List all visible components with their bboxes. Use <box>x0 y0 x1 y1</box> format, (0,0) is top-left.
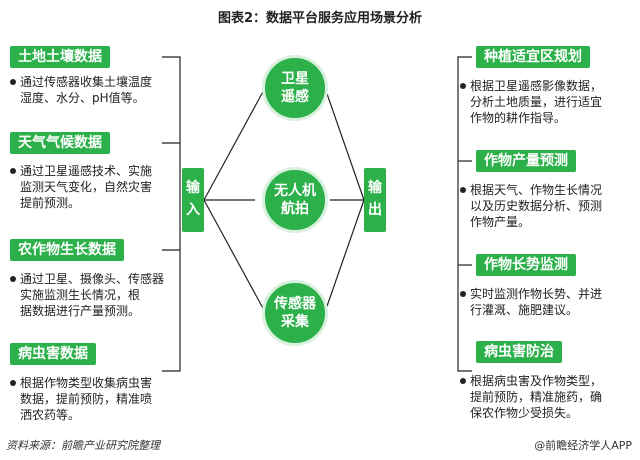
input-block: 输入 <box>182 168 204 232</box>
brand-credit-text: @前瞻经济学人APP <box>534 439 632 452</box>
output-label-growth-monitoring: 作物长势监测 <box>476 254 576 276</box>
sensor-collection-node: 传感器采集 <box>262 280 328 346</box>
bullet-icon <box>10 380 16 386</box>
right-bracket-line <box>457 56 472 372</box>
input-label-pest: 病虫害数据 <box>10 343 96 365</box>
output-label-planting-zone: 种植适宜区规划 <box>476 46 590 68</box>
satellite-remote-sensing-node: 卫星遥感 <box>262 55 328 121</box>
bullet-icon <box>460 291 466 297</box>
brand-credit: @前瞻经济学人APP <box>534 437 632 453</box>
source-note: 资料来源：前瞻产业研究院整理 <box>6 439 160 452</box>
output-desc-planting-zone: 根据卫星遥感影像数据， 分析土地质量，进行适宜 作物的耕作指导。 <box>470 79 603 125</box>
line-input-to-sensor <box>203 199 266 313</box>
output-desc-pest-control: 根据病虫害及作物类型， 提前预防，精准施药，确 保农作物少受损失。 <box>470 374 603 420</box>
input-label-crop-growth: 农作物生长数据 <box>10 239 124 261</box>
output-desc-yield-forecast: 根据天气、作物生长情况 以及历史数据分析、预测 作物产量。 <box>470 183 603 229</box>
line-input-to-satellite <box>203 87 266 201</box>
input-label-weather: 天气气候数据 <box>10 132 110 154</box>
line-sensor-to-output <box>324 199 365 313</box>
bullet-icon <box>460 83 466 89</box>
left-bracket-line <box>162 56 181 372</box>
bullet-icon <box>10 168 16 174</box>
bullet-icon <box>10 79 16 85</box>
output-block: 输出 <box>364 168 386 232</box>
bullet-icon <box>460 187 466 193</box>
drone-aerial-node: 无人机航拍 <box>262 167 328 233</box>
output-label-yield-forecast: 作物产量预测 <box>476 150 576 172</box>
line-satellite-to-output <box>324 87 365 201</box>
output-desc-growth-monitoring: 实时监测作物长势、并进 行灌溉、施肥建议。 <box>470 287 603 317</box>
output-label-pest-control: 病虫害防治 <box>476 341 562 363</box>
input-desc-soil: 通过传感器收集土壤温度 湿度、水分、pH值等。 <box>20 75 153 105</box>
input-desc-pest: 根据作物类型收集病虫害 数据，提前预防，精准喷 洒农药等。 <box>20 376 153 422</box>
bullet-icon <box>460 378 466 384</box>
input-desc-weather: 通过卫星遥感技术、实施 监测天气变化，自然灾害 提前预测。 <box>20 164 153 210</box>
input-desc-crop-growth: 通过卫星、摄像头、传感器 实施监测生长情况，根 据数据进行产量预测。 <box>20 272 165 318</box>
bullet-icon <box>10 276 16 282</box>
figure-title: 图表2：数据平台服务应用场景分析 <box>217 11 423 26</box>
input-label-soil: 土地土壤数据 <box>10 46 110 68</box>
